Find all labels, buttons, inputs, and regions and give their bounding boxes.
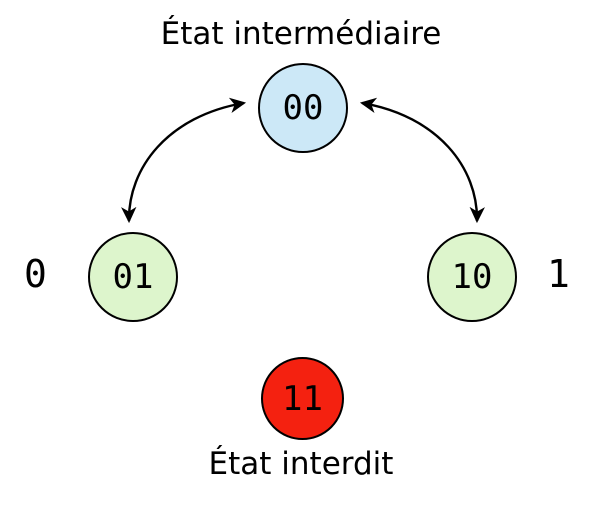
input-label-right: 1	[547, 252, 570, 296]
state-node-11[interactable]: 11	[261, 357, 344, 440]
state-node-00[interactable]: 00	[258, 63, 348, 153]
input-label-left: 0	[24, 252, 47, 296]
state-node-01[interactable]: 01	[88, 232, 178, 322]
edge-00-01	[121, 97, 247, 224]
forbidden-state-caption: État interdit	[208, 446, 394, 482]
edge-00-10	[359, 97, 485, 224]
state-node-10[interactable]: 10	[427, 232, 517, 322]
diagram-title: État intermédiaire	[160, 16, 442, 52]
